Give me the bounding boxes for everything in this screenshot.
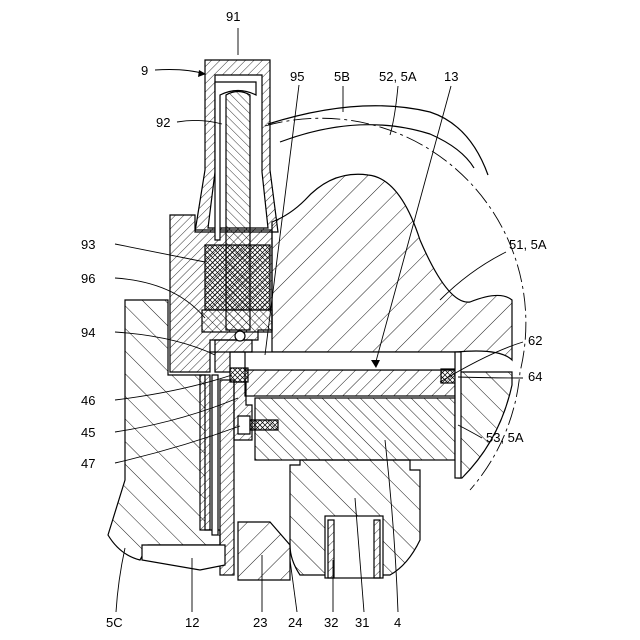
label-46: 46 <box>81 393 95 408</box>
casing-wall-right <box>455 352 461 478</box>
block-23 <box>238 522 290 580</box>
label-53: 53, 5A <box>486 430 524 445</box>
label-4: 4 <box>394 615 401 630</box>
label-92: 92 <box>156 115 170 130</box>
casing-5b-inner <box>280 125 474 168</box>
label-47: 47 <box>81 456 95 471</box>
rotor-4 <box>255 398 455 460</box>
label-95: 95 <box>290 69 304 84</box>
label-31: 31 <box>355 615 369 630</box>
label-62: 62 <box>528 333 542 348</box>
housing-53 <box>458 372 512 478</box>
label-91: 91 <box>226 9 240 24</box>
housing-51 <box>272 174 512 360</box>
label-45: 45 <box>81 425 95 440</box>
terminal-46 <box>230 368 248 382</box>
label-12: 12 <box>185 615 199 630</box>
probe-92 <box>226 92 250 331</box>
label-93: 93 <box>81 237 95 252</box>
base-plate-12 <box>142 545 225 570</box>
casing-5b-band <box>268 106 488 175</box>
label-5b: 5B <box>334 69 350 84</box>
lead-94-coil <box>235 331 245 341</box>
magnet-62 <box>245 370 455 396</box>
left-wall-outer <box>200 375 210 530</box>
label-94: 94 <box>81 325 95 340</box>
screw-47 <box>238 416 250 434</box>
label-9: 9 <box>141 63 148 78</box>
gap-13 <box>245 352 457 370</box>
label-96: 96 <box>81 271 95 286</box>
label-32: 32 <box>324 615 338 630</box>
label-51: 51, 5A <box>509 237 547 252</box>
label-13: 13 <box>444 69 458 84</box>
label-64: 64 <box>528 369 542 384</box>
left-wall-inner <box>212 375 218 535</box>
label-24: 24 <box>288 615 302 630</box>
label-52: 52, 5A <box>379 69 417 84</box>
shaft-32-right <box>374 520 380 578</box>
label-5c: 5C <box>106 615 123 630</box>
screw-47-shank <box>250 420 278 430</box>
label-23: 23 <box>253 615 267 630</box>
